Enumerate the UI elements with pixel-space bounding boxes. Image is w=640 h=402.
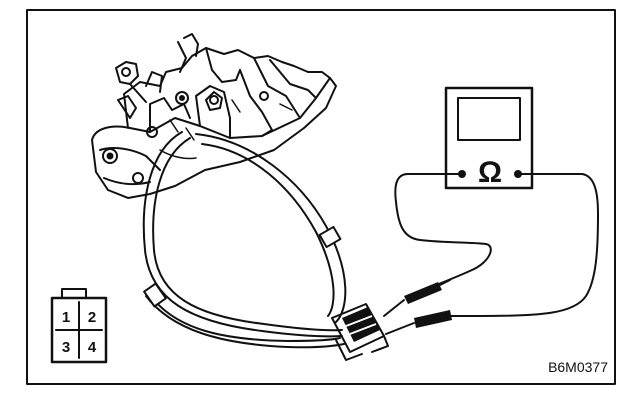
connector-face-icon: 1 2 3 4 (50, 288, 108, 364)
pin-label-1: 1 (62, 309, 70, 326)
door-latch-actuator-icon (91, 33, 337, 199)
figure-border (26, 9, 616, 385)
pin-label-4: 4 (88, 339, 97, 356)
pin-label-2: 2 (88, 309, 96, 326)
meter-test-leads (394, 173, 599, 317)
ohmmeter-body (444, 86, 534, 190)
harness-connector-icon (331, 303, 389, 361)
test-probe-lower (385, 310, 452, 335)
test-probe-upper (383, 279, 451, 317)
ohmmeter-icon: Ω (444, 86, 534, 190)
ohm-symbol: Ω (478, 156, 502, 189)
wiring-harness (142, 131, 347, 349)
harness-clip-right (318, 225, 342, 249)
figure-code: B6M0377 (548, 359, 608, 375)
pin-label-3: 3 (62, 339, 70, 356)
connector-face-body (50, 296, 108, 364)
connector-latch (61, 288, 87, 299)
harness-clip-lower (143, 282, 167, 308)
ohmmeter-display (457, 97, 521, 141)
